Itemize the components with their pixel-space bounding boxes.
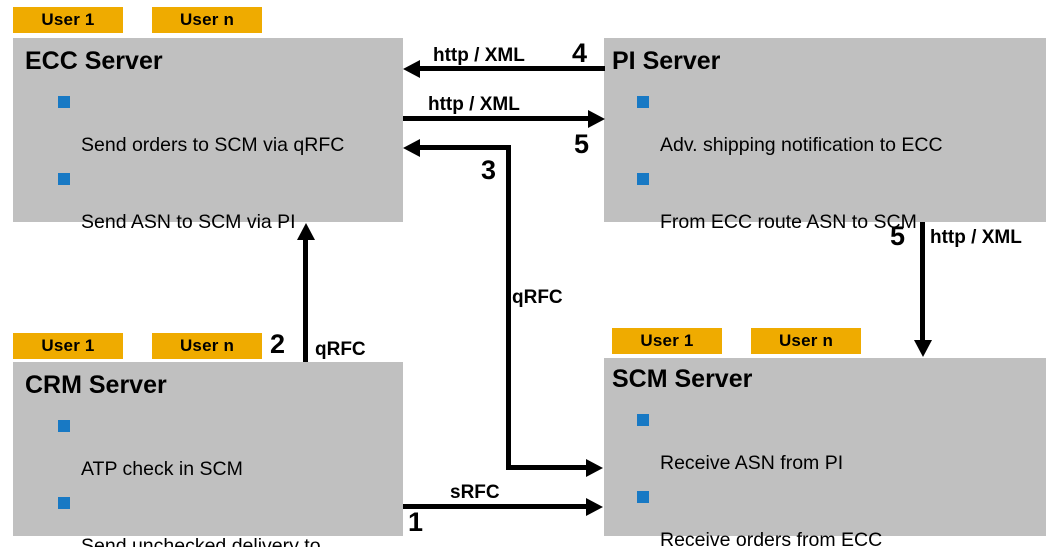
pi-bullet-1: Adv. shipping notification to ECC [634, 90, 1044, 156]
scm-server-title: SCM Server [612, 365, 753, 393]
bullet-square-icon [637, 414, 649, 426]
crm-user-tab-n-label: User n [179, 336, 235, 355]
pi-bullet-1-text: Adv. shipping notification to ECC [660, 134, 943, 157]
connector-scm-to-ecc-bottom-arrowhead [586, 458, 603, 477]
connector-crm-to-scm-arrowhead [586, 497, 603, 516]
ecc-bullet-1-text: Send orders to SCM via qRFC [81, 134, 345, 157]
connector-scm-to-ecc-arrowhead [403, 138, 420, 157]
connector-ecc-to-pi-arrowhead [588, 109, 605, 128]
crm-user-tab-n: User n [152, 333, 262, 359]
connector-crm-to-scm-line [403, 504, 586, 509]
scm-bullet-1: Receive ASN from PI [634, 408, 1044, 474]
connector-scm-to-ecc-label: qRFC [512, 287, 563, 308]
bullet-square-icon [637, 96, 649, 108]
connector-crm-to-ecc-arrowhead [296, 223, 315, 240]
connector-scm-to-ecc-hline-bottom [506, 465, 586, 470]
bullet-square-icon [58, 420, 70, 432]
connector-pi-to-ecc-line [420, 66, 605, 71]
scm-bullet-2-text: Receive orders from ECC [660, 529, 883, 547]
scm-user-tab-1: User 1 [612, 328, 722, 354]
scm-bullet-1-text: Receive ASN from PI [660, 452, 844, 475]
ecc-user-tab-1: User 1 [13, 7, 123, 33]
bullet-square-icon [637, 173, 649, 186]
pi-server-box: PI Server Adv. shipping notification to … [604, 38, 1046, 233]
bullet-square-icon [58, 96, 70, 108]
crm-bullet-1-text: ATP check in SCM [81, 458, 243, 481]
bullet-square-icon [637, 491, 649, 504]
ecc-bullet-1: Send orders to SCM via qRFC [55, 90, 400, 156]
pi-bullet-2-text: From ECC route ASN to SCM [660, 211, 917, 234]
ecc-server-title: ECC Server [25, 47, 163, 75]
ecc-bullet-2: Send ASN to SCM via PI [55, 167, 400, 233]
ecc-user-tab-n-label: User n [179, 10, 235, 29]
crm-server-box: CRM Server ATP check in SCM Send uncheck… [13, 362, 403, 547]
connector-pi-to-scm-label: http / XML [930, 227, 1022, 248]
connector-ecc-to-pi-step: 5 [574, 129, 590, 159]
pi-server-title: PI Server [612, 47, 721, 75]
scm-bullet-list: Receive ASN from PI Receive orders from … [634, 408, 1044, 547]
connector-crm-to-ecc-line [303, 240, 308, 362]
crm-bullet-list: ATP check in SCM Send unchecked delivery… [55, 414, 395, 547]
connector-pi-to-ecc-step: 4 [572, 38, 588, 68]
ecc-bullet-list: Send orders to SCM via qRFC Send ASN to … [55, 90, 400, 244]
connector-scm-to-ecc-vline [506, 145, 511, 470]
ecc-server-box: ECC Server Send orders to SCM via qRFC S… [13, 38, 403, 233]
scm-server-box: SCM Server Receive ASN from PI Receive o… [604, 358, 1046, 547]
connector-scm-to-ecc-step: 3 [481, 155, 497, 185]
crm-user-tab-1: User 1 [13, 333, 123, 359]
connector-crm-to-ecc-label: qRFC [315, 339, 366, 360]
bullet-square-icon [58, 173, 70, 186]
connector-crm-to-scm-step: 1 [408, 507, 424, 537]
connector-pi-to-scm-line [920, 222, 925, 340]
scm-user-tab-n-label: User n [778, 331, 834, 350]
connector-pi-to-scm-arrowhead [913, 340, 932, 357]
ecc-bullet-2-text: Send ASN to SCM via PI [81, 211, 296, 234]
connector-crm-to-ecc-step: 2 [270, 329, 286, 359]
crm-server-title: CRM Server [25, 371, 167, 399]
connector-pi-to-ecc-arrowhead [403, 59, 420, 78]
bullet-square-icon [58, 497, 70, 510]
crm-bullet-2-text: Send unchecked delivery to ECC [81, 535, 321, 547]
connector-ecc-to-pi-line [403, 116, 588, 121]
scm-user-tab-n: User n [751, 328, 861, 354]
connector-pi-to-scm-step: 5 [890, 221, 906, 251]
pi-bullet-2: From ECC route ASN to SCM [634, 167, 1044, 233]
crm-user-tab-1-label: User 1 [41, 336, 95, 355]
connector-ecc-to-pi-label: http / XML [428, 94, 520, 115]
scm-bullet-2: Receive orders from ECC [634, 485, 1044, 547]
crm-bullet-1: ATP check in SCM [55, 414, 395, 480]
ecc-user-tab-1-label: User 1 [41, 10, 95, 29]
connector-pi-to-ecc-label: http / XML [433, 45, 525, 66]
ecc-user-tab-n: User n [152, 7, 262, 33]
pi-bullet-list: Adv. shipping notification to ECC From E… [634, 90, 1044, 244]
connector-crm-to-scm-label: sRFC [450, 482, 500, 503]
crm-bullet-2: Send unchecked delivery to ECC [55, 491, 395, 547]
connector-scm-to-ecc-hline-top [420, 145, 511, 150]
scm-user-tab-1-label: User 1 [640, 331, 694, 350]
